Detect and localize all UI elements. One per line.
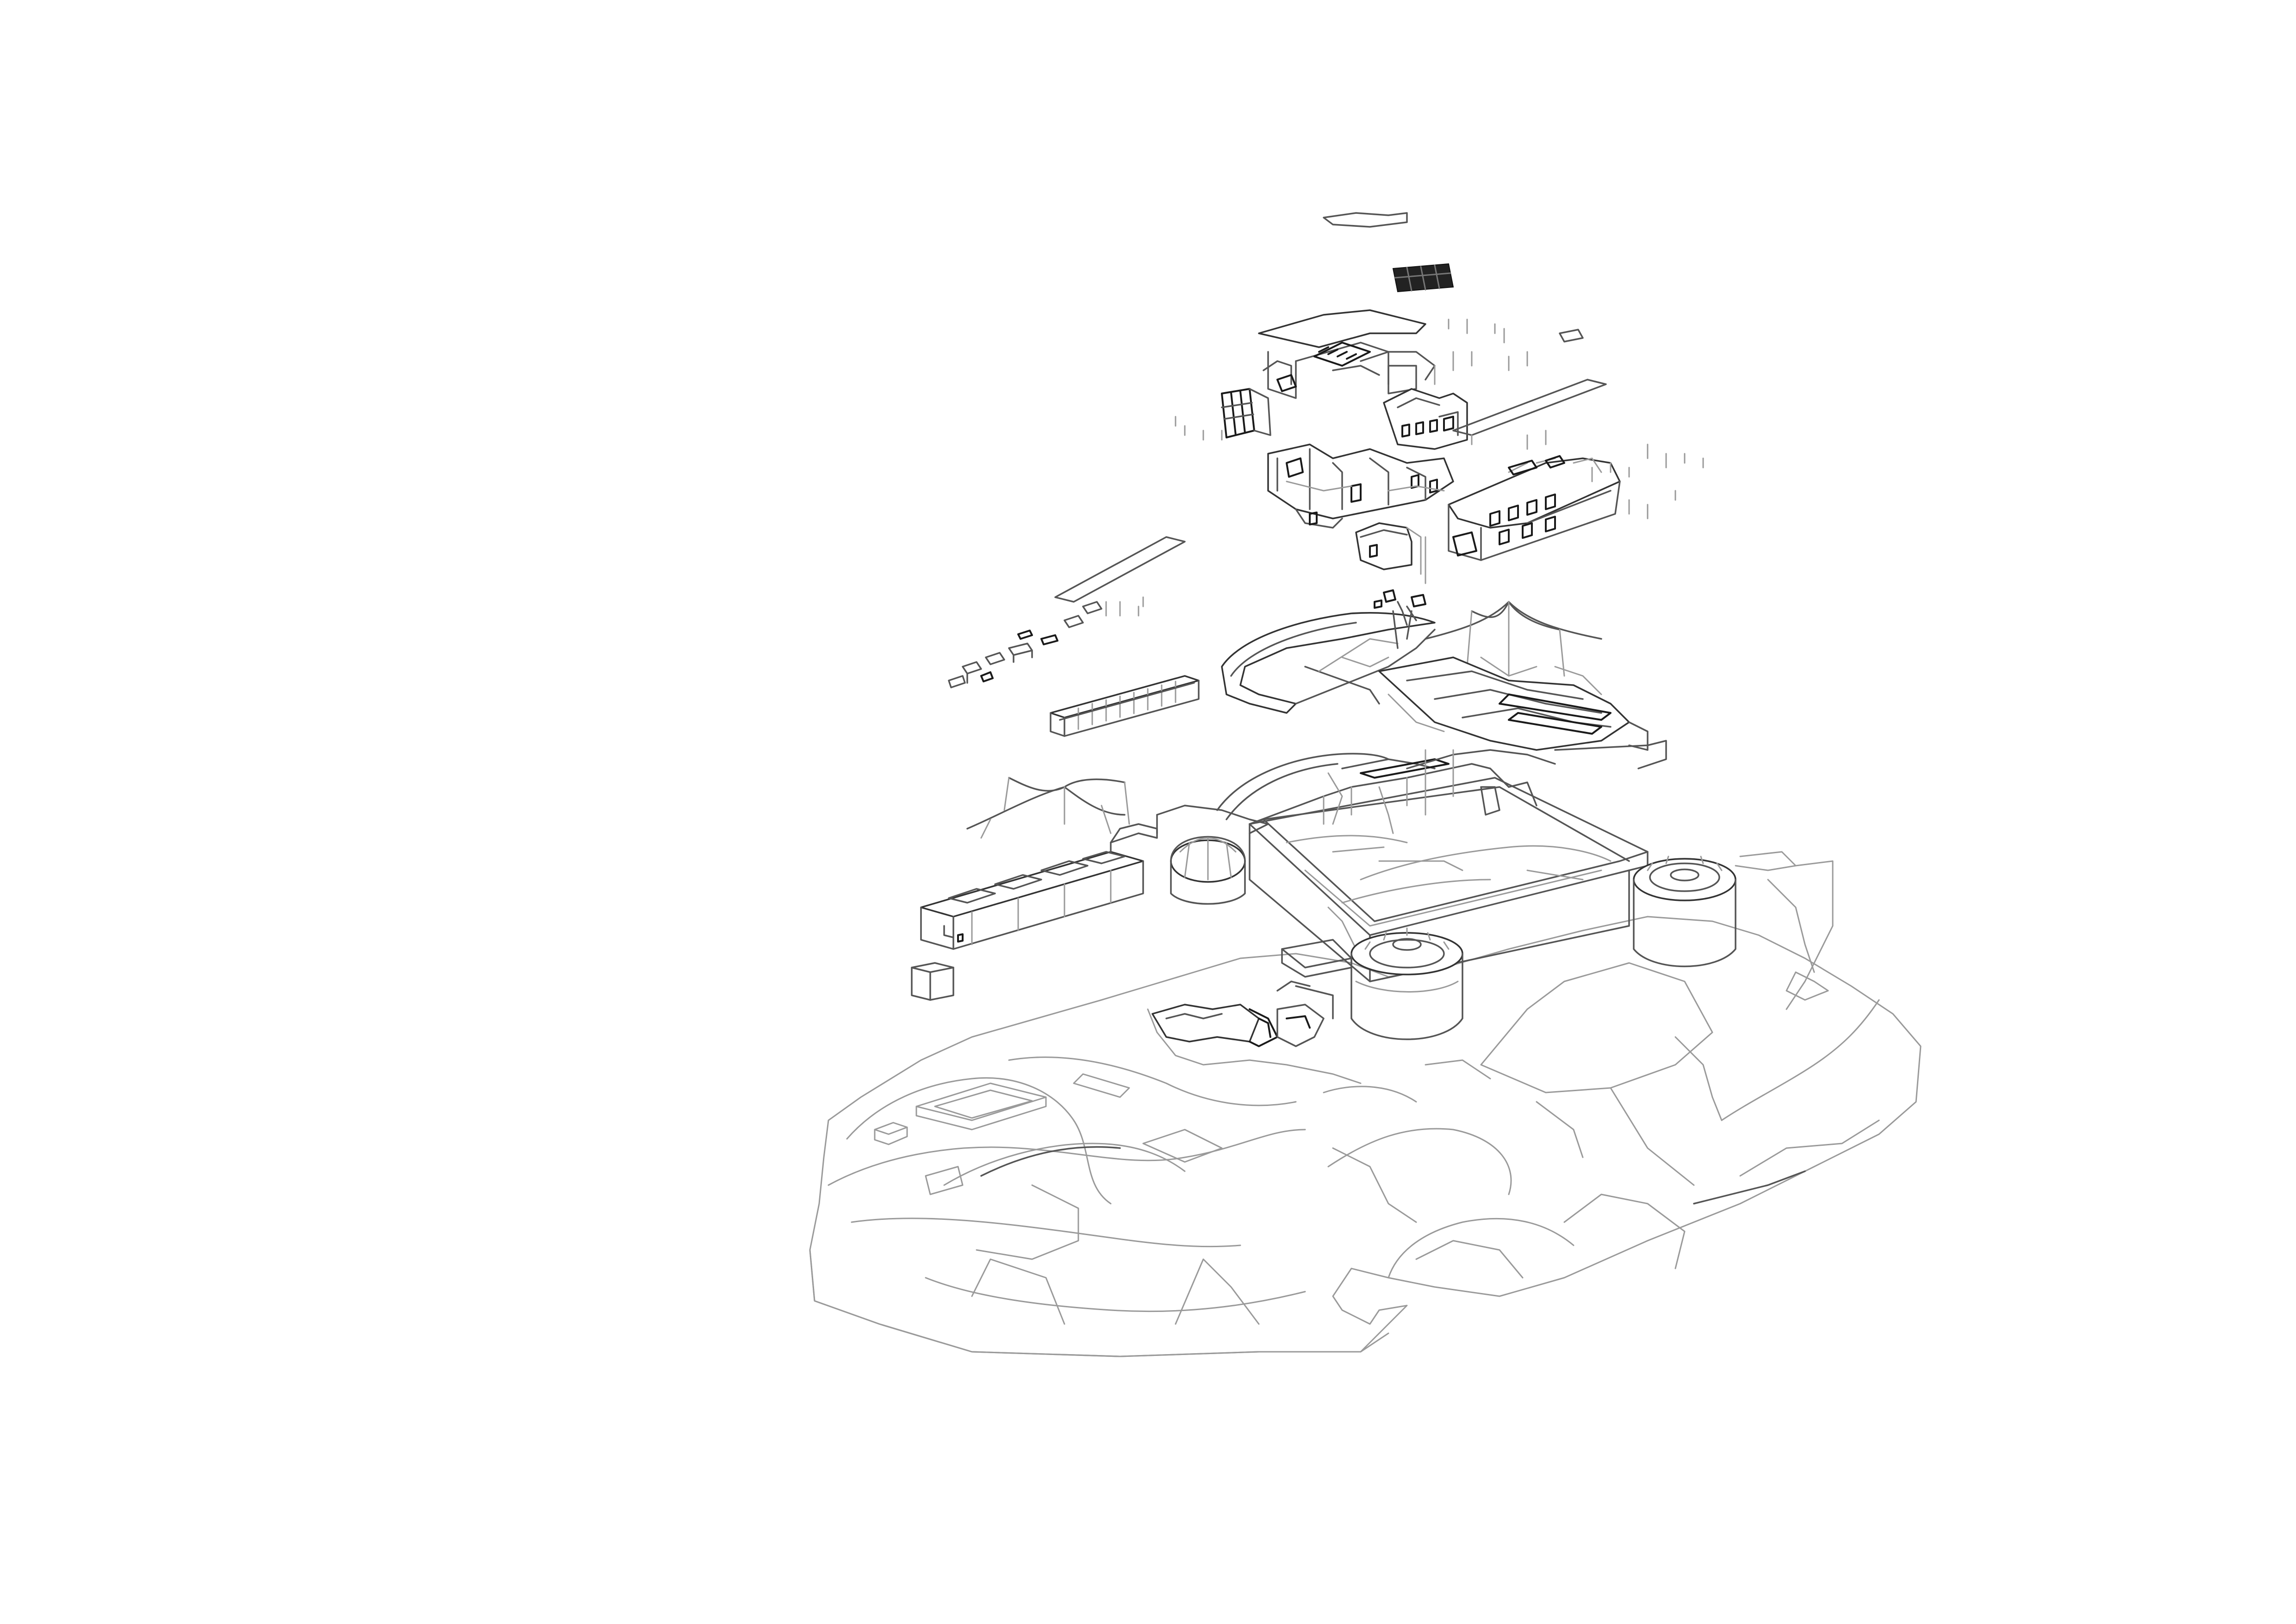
- connector-elements: [1374, 589, 1426, 649]
- bastion-tower-central: [1350, 927, 1463, 1040]
- loose-roof-panel-west: [1054, 536, 1186, 603]
- lower-terrace-structures: [874, 1073, 1223, 1195]
- roof-top-plate: [1323, 212, 1408, 228]
- dome-pavilion: [1156, 805, 1269, 905]
- stepped-roof-platform: [1378, 656, 1649, 751]
- oval-terrace-deck: [1221, 612, 1436, 714]
- glazed-long-building: [1050, 675, 1200, 737]
- tensile-canopy-east: [1425, 601, 1602, 677]
- tensile-canopy-west: [966, 777, 1130, 839]
- terrain-hill: [809, 916, 1922, 1357]
- gabled-house-center: [1383, 388, 1468, 450]
- furniture-pieces-west: [948, 596, 1144, 688]
- small-stair-block: [1281, 939, 1352, 978]
- east-long-building: [1448, 455, 1621, 561]
- solar-panel-array: [1392, 263, 1454, 293]
- scaffold-frame: [1221, 388, 1271, 438]
- bastion-tower-east: [1633, 851, 1834, 1010]
- floating-fragments: [1175, 319, 1704, 519]
- small-house-lower: [1355, 522, 1426, 584]
- rock-stair-structure: [1147, 939, 1362, 1084]
- fortress-walls: [1249, 777, 1649, 982]
- long-west-building: [920, 823, 1158, 950]
- small-box-module: [911, 962, 954, 1001]
- middle-deck: [1216, 740, 1667, 834]
- long-roof-panel-east: [1452, 379, 1607, 445]
- building-cluster-mid: [1267, 443, 1454, 529]
- main-building-upper: [1258, 309, 1454, 399]
